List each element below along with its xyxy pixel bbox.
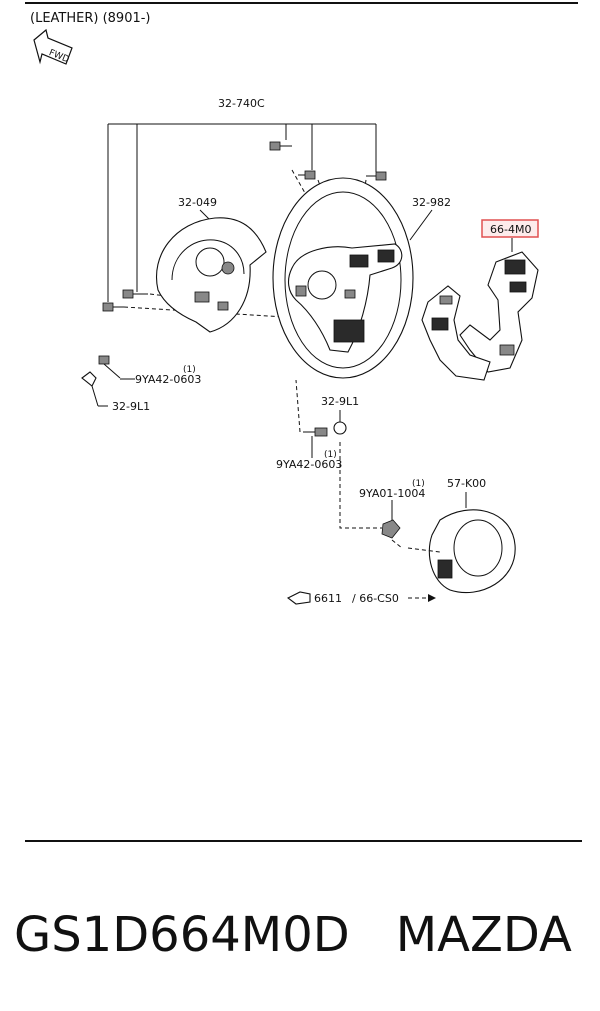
fwd-arrow-icon: FWD bbox=[33, 28, 73, 65]
label-66-4m0: 66-4M0 bbox=[490, 223, 531, 236]
label-9ya42-0603-center: 9YA42-0603 bbox=[276, 458, 342, 471]
qty-label: (1) bbox=[324, 450, 337, 460]
nut-icon bbox=[333, 421, 347, 435]
label-9ya42-0603-left: 9YA42-0603 bbox=[135, 373, 201, 386]
label-32-9l1-center: 32-9L1 bbox=[321, 395, 359, 408]
part-number: GS1D664M0D bbox=[14, 907, 350, 963]
leader-line bbox=[123, 306, 301, 319]
rear-cover-32-049 bbox=[156, 217, 267, 333]
qty-label: (1) bbox=[183, 365, 196, 375]
screw-icon bbox=[122, 289, 148, 299]
brand-name: MAZDA bbox=[395, 907, 572, 963]
clip-icon bbox=[381, 519, 401, 539]
label-32-9l1-left: 32-9L1 bbox=[112, 400, 150, 413]
qty-label: (1) bbox=[412, 479, 425, 489]
switch-assembly-66-4m0 bbox=[459, 251, 539, 373]
parts-diagram: (LEATHER) (8901-) FWD 32-740C bbox=[25, 2, 578, 605]
footer: GS1D664M0D MAZDA bbox=[14, 905, 594, 975]
reference-66-cs0: / 66-CS0 bbox=[352, 592, 399, 605]
label-9ya01-1004: 9YA01-1004 bbox=[359, 487, 425, 500]
leader-line bbox=[339, 442, 382, 529]
leader-line bbox=[407, 547, 441, 553]
screw-icon bbox=[303, 427, 328, 437]
leader-line bbox=[295, 379, 301, 433]
airbag-module-57-k00 bbox=[428, 509, 516, 594]
pointing-hand-icon bbox=[286, 591, 311, 605]
screw-icon bbox=[98, 355, 121, 379]
label-32-740c: 32-740C bbox=[218, 97, 265, 110]
arrow-head-icon bbox=[428, 594, 436, 602]
nut-icon bbox=[81, 371, 108, 407]
label-57-k00: 57-K00 bbox=[447, 477, 486, 490]
header-title: (LEATHER) (8901-) bbox=[30, 11, 151, 26]
steering-wheel-32-982 bbox=[272, 177, 414, 379]
screw-icon bbox=[298, 170, 316, 180]
screw-icon bbox=[366, 171, 387, 181]
label-32-049: 32-049 bbox=[178, 196, 217, 209]
leader-line bbox=[391, 539, 403, 549]
reference-6611: 6611 bbox=[314, 592, 342, 605]
screw-icon bbox=[102, 302, 124, 312]
bracket-32-740c bbox=[107, 123, 377, 302]
highlight-box-66-4m0 bbox=[481, 219, 539, 238]
leader-line bbox=[291, 169, 341, 256]
leader-line bbox=[149, 293, 201, 301]
switch-assembly-left bbox=[421, 285, 491, 381]
footer-divider bbox=[25, 840, 582, 842]
screw-icon bbox=[269, 141, 292, 151]
label-32-982: 32-982 bbox=[412, 196, 451, 209]
